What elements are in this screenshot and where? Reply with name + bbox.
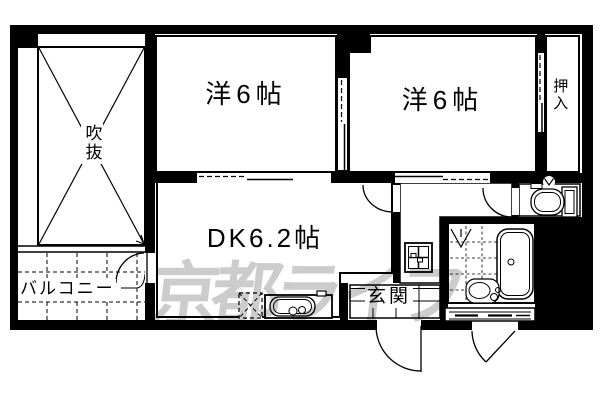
void-x-box xyxy=(37,46,146,246)
dk-door xyxy=(362,184,394,213)
vent-mark xyxy=(544,178,554,186)
bathtub-icon xyxy=(496,228,534,300)
kitchen-fixtures xyxy=(238,290,333,319)
balcony-door xyxy=(115,252,148,284)
wall-openings xyxy=(145,53,544,330)
shower-tile-grid xyxy=(450,226,497,300)
void-arrowhead xyxy=(135,234,145,245)
balcony-rail-line xyxy=(18,245,145,253)
western-room-2-label: 洋6帖 xyxy=(401,85,484,115)
louver-window-icon xyxy=(444,307,536,322)
dining-kitchen-label: DK6.2帖 xyxy=(206,223,324,253)
closet-floor xyxy=(545,35,580,173)
door-swing-icon xyxy=(115,184,516,372)
balcony-label: バルコニー xyxy=(19,279,116,299)
toilet-door xyxy=(482,187,513,218)
walls xyxy=(10,25,593,330)
refrigerator-space-icon xyxy=(238,292,263,319)
bathroom-fixtures xyxy=(444,226,536,322)
kitchen-sink-icon xyxy=(264,290,333,319)
western-room-1-floor xyxy=(155,35,337,173)
exterior-service-door xyxy=(471,330,516,363)
front-door xyxy=(375,325,422,372)
room-floors xyxy=(155,35,581,318)
western-room-2-floor xyxy=(348,35,537,173)
washbasin-icon xyxy=(465,278,501,304)
void-label: 吹抜 xyxy=(81,122,103,164)
western-room-1-label: 洋6帖 xyxy=(205,79,287,109)
shower-icon xyxy=(450,228,472,249)
balcony-tiles xyxy=(18,245,146,320)
entrance-label: 玄関 xyxy=(365,286,414,308)
washing-machine-pan-icon xyxy=(404,242,433,273)
sliding-door-icon xyxy=(199,55,543,181)
dk-floor xyxy=(156,181,393,318)
balcony-label-leader xyxy=(121,273,146,289)
toilet-icon xyxy=(530,176,578,218)
closet-label: 押入 xyxy=(551,78,569,112)
